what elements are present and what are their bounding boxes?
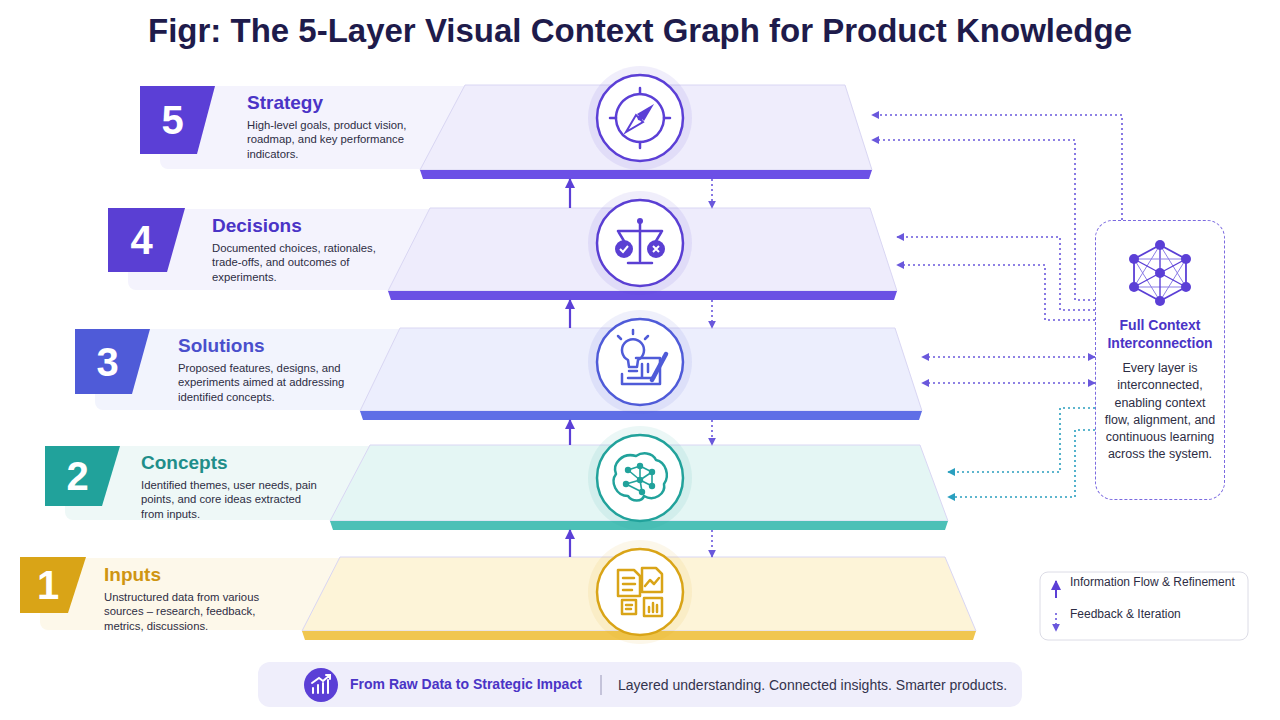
footer-divider [601, 675, 602, 695]
legend-row: Information Flow & Refinement [1070, 575, 1235, 589]
feedback-arrow [711, 420, 713, 445]
interconnection-box: Full Context InterconnectionEvery layer … [1095, 220, 1225, 500]
network-icon [1096, 221, 1224, 313]
footer-tagline: Layered understanding. Connected insight… [618, 677, 1007, 693]
flow-arrow [569, 300, 571, 328]
layer-icon [588, 540, 692, 644]
layer-number-badge: 2 [45, 446, 120, 506]
layer-heading: Strategy [247, 92, 872, 115]
layer-number: 4 [130, 220, 152, 260]
flow-arrow [569, 179, 571, 208]
layer-number: 5 [161, 100, 183, 140]
footer-icon [304, 668, 338, 702]
layer-description: Unstructured data from various sources –… [104, 590, 294, 634]
layer-number-badge: 5 [140, 86, 215, 154]
flow-arrow [569, 420, 571, 445]
layer-band: 4 DecisionsDocumented choices, rationales… [108, 208, 897, 300]
layer-heading: Decisions [212, 215, 897, 238]
flow-arrow [569, 530, 571, 557]
context-link [897, 265, 1095, 320]
layer-number: 2 [66, 456, 88, 496]
title-wrap: Figr: The 5-Layer Visual Context Graph f… [0, 12, 1280, 50]
layer-heading: Concepts [141, 452, 948, 475]
layer-number-badge: 3 [75, 329, 150, 394]
title: Figr: The 5-Layer Visual Context Graph f… [148, 12, 1132, 50]
context-link [948, 430, 1095, 497]
legend-row: Feedback & Iteration [1070, 607, 1181, 621]
interconnection-heading: Full Context Interconnection [1102, 317, 1218, 352]
layer-band: 3 SolutionsProposed features, designs, an… [75, 328, 922, 420]
layer-band: 5 StrategyHigh-level goals, product visio… [140, 85, 872, 179]
legend-sample-solid [1055, 581, 1057, 598]
context-link [872, 140, 1095, 300]
legend-text: Information Flow & Refinement [1070, 575, 1235, 589]
context-link [872, 115, 1122, 220]
legend-box [1040, 572, 1248, 640]
footer-bar [258, 662, 1022, 707]
footer-headline: From Raw Data to Strategic Impact [350, 676, 582, 692]
layer-number: 1 [37, 565, 59, 605]
slab-edge [420, 170, 872, 179]
legend-text: Feedback & Iteration [1070, 607, 1181, 621]
layer-icon [588, 426, 692, 530]
layer-number: 3 [96, 342, 118, 382]
layer-number-badge: 1 [20, 557, 86, 613]
layer-description: Identified themes, user needs, pain poin… [141, 478, 322, 522]
layer-icon [588, 310, 692, 414]
label-wrap: Layered understanding. Connected insight… [618, 677, 1007, 693]
context-link [922, 382, 1095, 384]
interconnection-description: Every layer is interconnected, enabling … [1102, 360, 1218, 464]
context-link [922, 356, 1095, 358]
layer-icon [588, 66, 692, 170]
context-link [948, 408, 1095, 472]
layer-icon [588, 191, 692, 295]
layer-band: 1 InputsUnstructured data from various so… [20, 557, 976, 640]
layer-description: Documented choices, rationales, trade-of… [212, 241, 380, 285]
layer-description: Proposed features, designs, and experime… [178, 361, 352, 405]
label-wrap: From Raw Data to Strategic Impact [350, 676, 582, 692]
legend-sample-dotted [1055, 613, 1057, 631]
feedback-arrow [711, 300, 713, 328]
context-link [897, 237, 1095, 310]
layer-heading: Solutions [178, 335, 922, 358]
layer-heading: Inputs [104, 564, 976, 587]
feedback-arrow [711, 530, 713, 557]
layer-band: 2 ConceptsIdentified themes, user needs, … [45, 445, 948, 530]
layer-description: High-level goals, product vision, roadma… [247, 118, 412, 162]
feedback-arrow [711, 179, 713, 208]
layer-number-badge: 4 [108, 208, 185, 272]
